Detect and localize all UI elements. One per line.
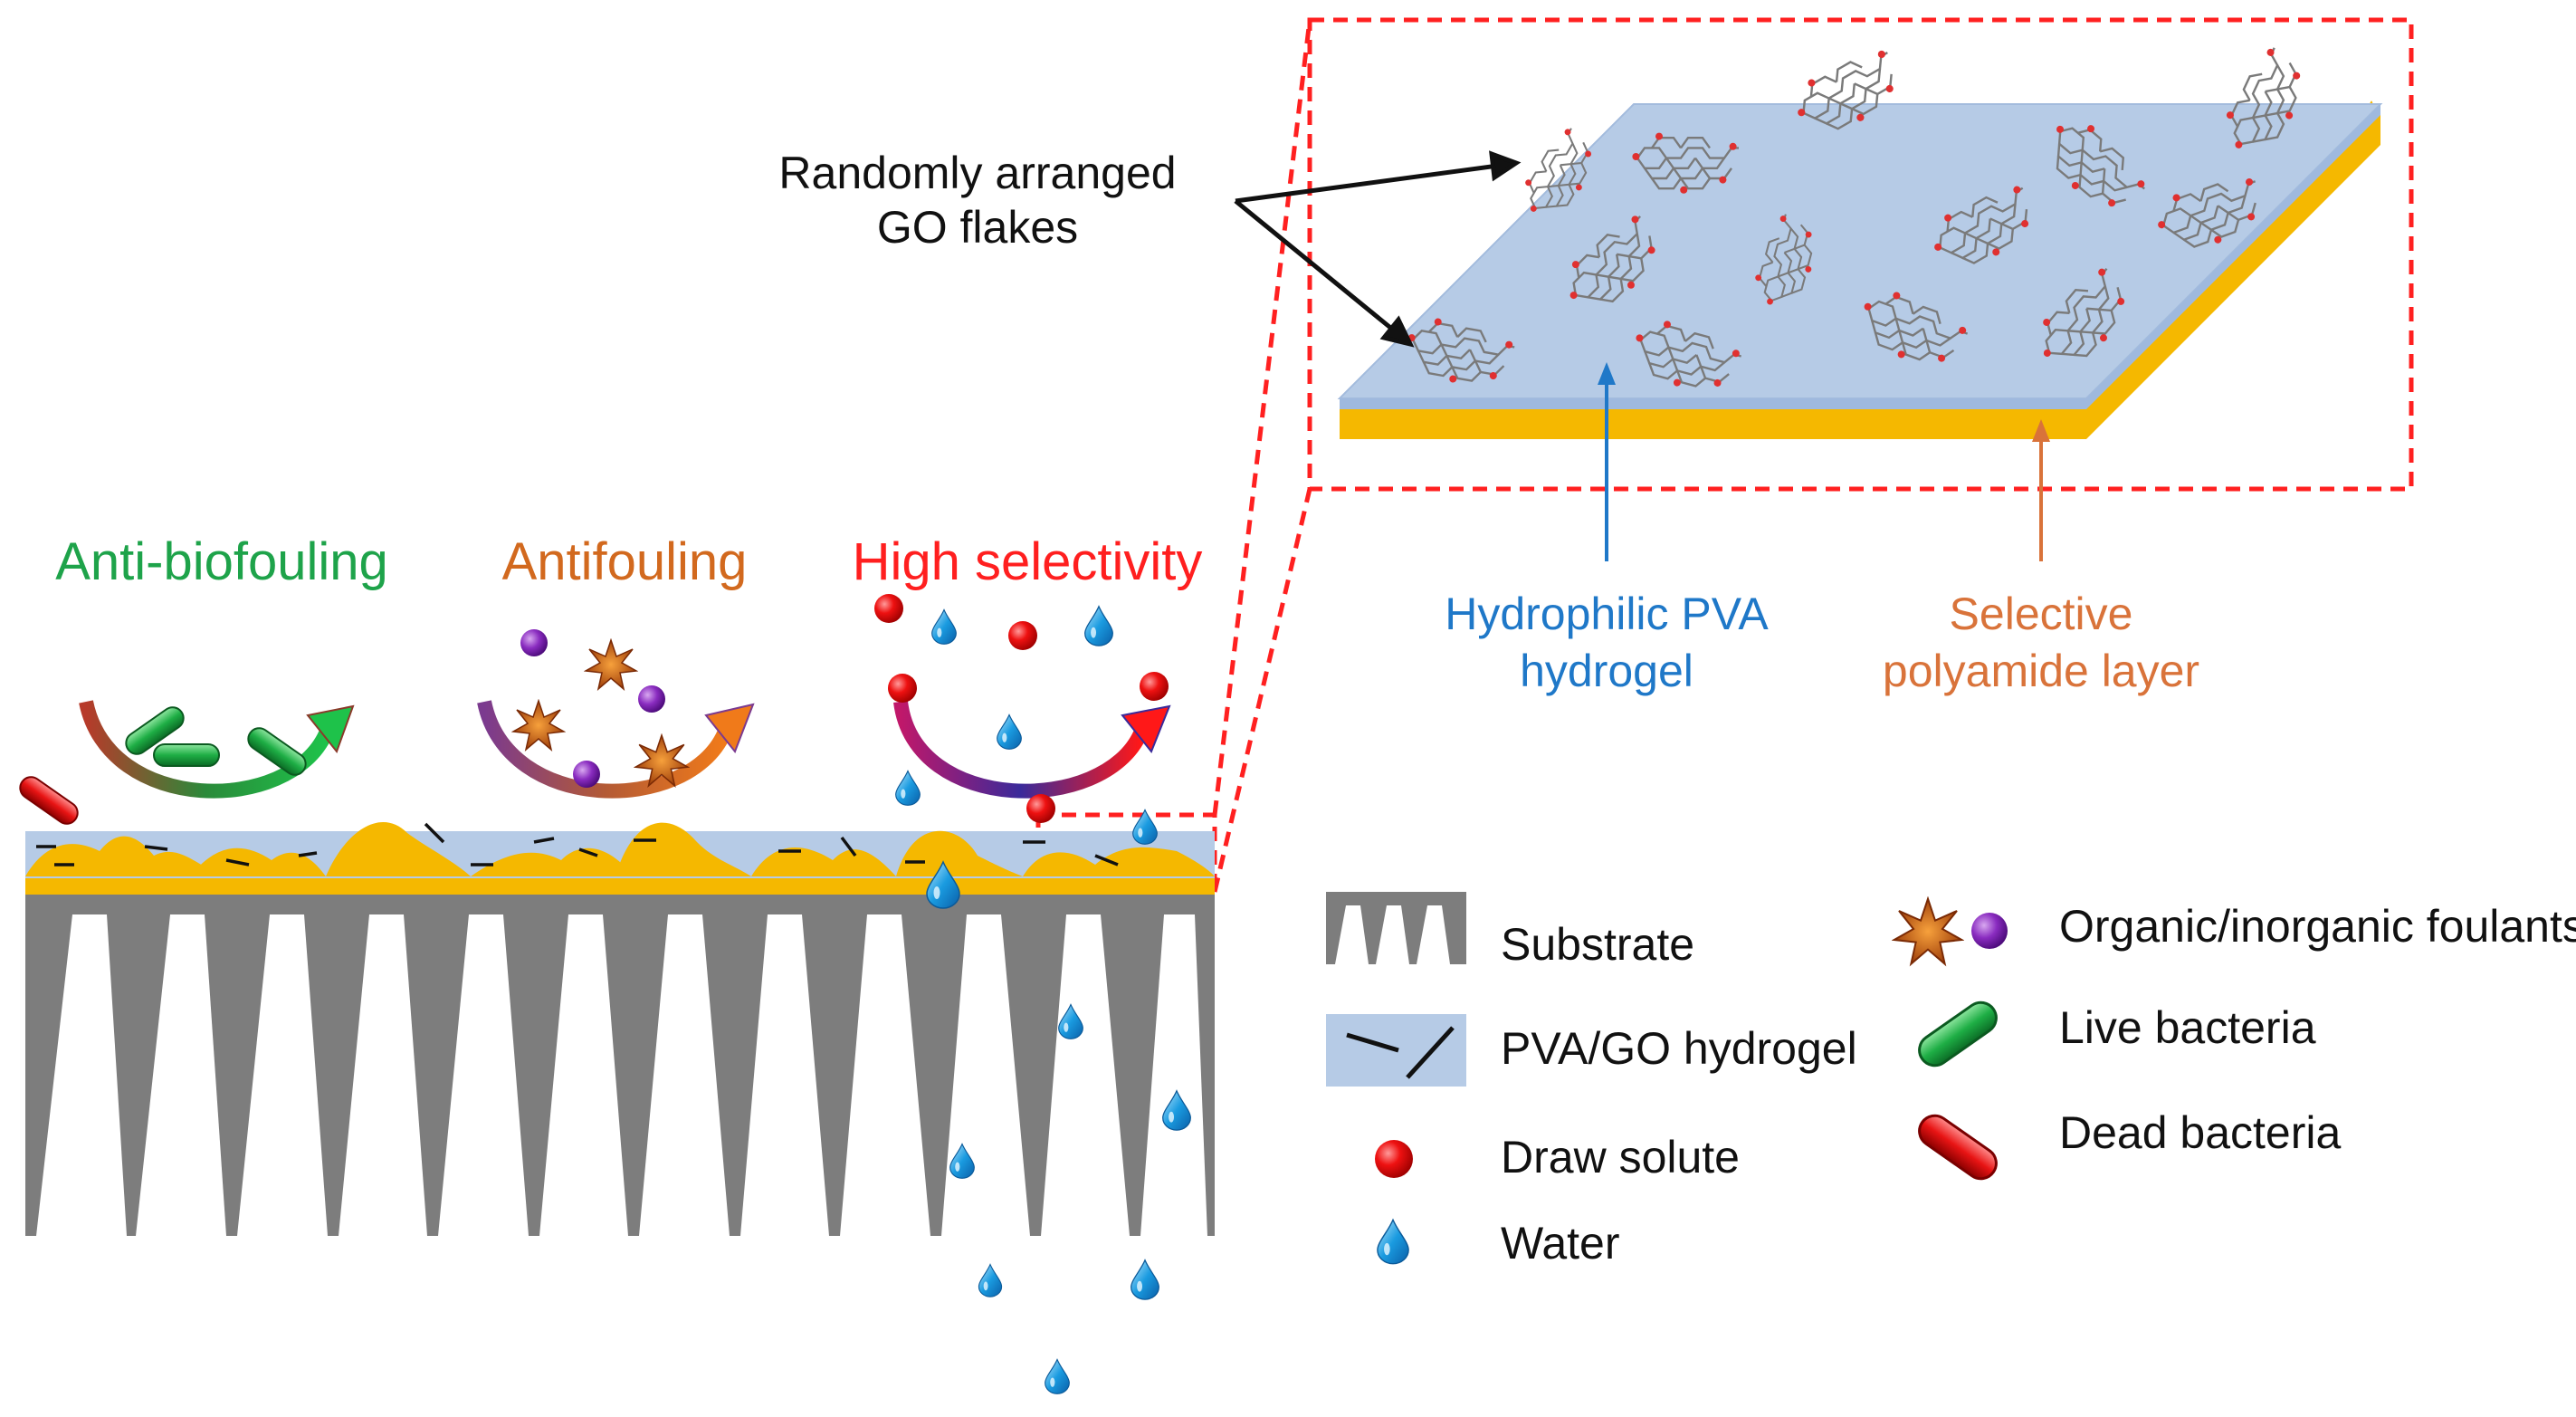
water-drop <box>1045 1358 1070 1394</box>
callout-line2: GO flakes <box>877 202 1078 253</box>
zoom-panel <box>1337 38 2383 439</box>
legend-substrate-swatch <box>1326 892 1466 964</box>
antifouling-arrow <box>477 700 731 799</box>
zoom-box-large <box>1307 17 2414 492</box>
legend-hydrogel-swatch <box>1326 1014 1466 1087</box>
draw-solute-ball <box>874 594 903 623</box>
callout-line1: Randomly arranged <box>778 148 1176 198</box>
water-drop <box>997 713 1022 750</box>
water-drop <box>978 1263 1003 1297</box>
foulant-star <box>512 700 565 751</box>
legend-dead-bacteria-icon <box>1918 1114 1998 1181</box>
water-drop <box>895 770 921 806</box>
go-flakes-callout: Randomly arranged GO flakes <box>778 148 1522 348</box>
substrate-pores <box>36 914 1207 1236</box>
legend-foulants-icon <box>1893 897 2008 965</box>
legend-dead-bacteria-label: Dead bacteria <box>2059 1107 2341 1158</box>
antifouling-heading: Antifouling <box>502 532 748 591</box>
legend-live-bacteria-label: Live bacteria <box>2059 1002 2316 1053</box>
water-drop <box>1131 1259 1159 1300</box>
legend-draw-solute-icon <box>1375 1140 1413 1178</box>
high-selectivity-scene <box>874 594 1171 909</box>
foulant-particle <box>573 761 600 788</box>
membrane-cross-section <box>25 821 1215 1236</box>
draw-solute-ball <box>1026 794 1055 823</box>
dead-bacterium <box>19 776 79 825</box>
zoom-hydrogel-edge <box>1340 398 2086 409</box>
legend-foulants-label: Organic/inorganic foulants <box>2059 901 2576 952</box>
legend-water-icon <box>1377 1219 1409 1265</box>
live-bacterium <box>247 727 307 776</box>
water-drop <box>1084 606 1113 646</box>
foulant-particle <box>520 629 548 656</box>
foulant-star <box>585 639 637 690</box>
water-drop <box>931 608 957 645</box>
live-bacterium <box>153 743 220 767</box>
antifouling-scene <box>477 629 755 799</box>
pva-label-line1: Hydrophilic PVA <box>1445 589 1769 639</box>
legend-live-bacteria-icon <box>1918 1001 1998 1068</box>
legend-draw-solute-label: Draw solute <box>1501 1132 1740 1182</box>
legend-water-label: Water <box>1501 1218 1620 1269</box>
draw-solute-ball <box>888 674 917 703</box>
anti-biofouling-scene <box>19 700 355 825</box>
legend-substrate-label: Substrate <box>1501 919 1694 970</box>
polyamide-layer <box>25 876 1215 895</box>
high-selectivity-arrow <box>893 700 1148 799</box>
pa-label-line2: polyamide layer <box>1883 646 2199 696</box>
legend: Substrate PVA/GO hydrogel Draw solute Wa… <box>1326 892 2576 1269</box>
hydrogel-go-dashes <box>36 822 1119 866</box>
polyamide-ridges <box>25 821 1215 876</box>
anti-biofouling-heading: Anti-biofouling <box>55 532 388 591</box>
draw-solute-ball <box>1140 672 1169 701</box>
draw-solute-ball <box>1008 621 1037 650</box>
pa-label-line1: Selective <box>1950 589 2133 639</box>
legend-pva-go-label: PVA/GO hydrogel <box>1501 1023 1857 1074</box>
high-selectivity-heading: High selectivity <box>853 532 1203 591</box>
pva-label-line2: hydrogel <box>1520 646 1693 696</box>
layer-pointers <box>1598 362 2050 561</box>
foulant-particle <box>638 685 665 713</box>
live-bacterium <box>125 706 185 755</box>
